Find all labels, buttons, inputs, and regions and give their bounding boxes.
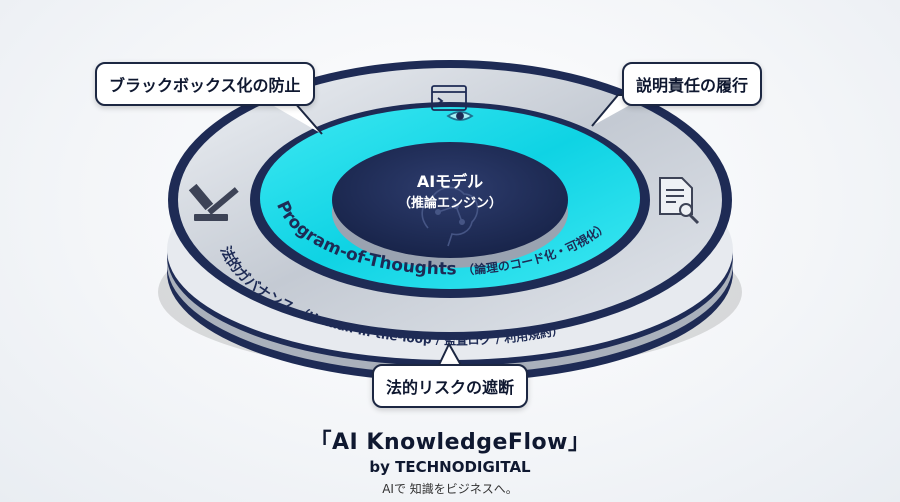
core-subtitle: （推論エンジン） bbox=[398, 195, 502, 211]
core-ai-model bbox=[332, 142, 568, 258]
footer-tagline: AIで 知識をビジネスへ。 bbox=[382, 482, 518, 496]
callout-blackbox-prevention: ブラックボックス化の防止 bbox=[95, 62, 315, 106]
callout-accountability: 説明責任の履行 bbox=[622, 62, 763, 106]
callout-legal-risk: 法的リスクの遮断 bbox=[372, 364, 529, 408]
brain-circuit-icon bbox=[421, 186, 479, 247]
gavel-icon bbox=[188, 183, 239, 221]
footer-title: 「AI KnowledgeFlow」 bbox=[309, 430, 591, 455]
code-eye-icon bbox=[431, 85, 474, 121]
pointer-legal-risk bbox=[437, 341, 463, 368]
document-search-icon bbox=[659, 177, 700, 225]
footer-byline: by TECHNODIGITAL bbox=[369, 458, 531, 476]
core-title: AIモデル bbox=[417, 172, 483, 191]
footer: 「AI KnowledgeFlow」 by TECHNODIGITAL AIで … bbox=[0, 424, 900, 497]
